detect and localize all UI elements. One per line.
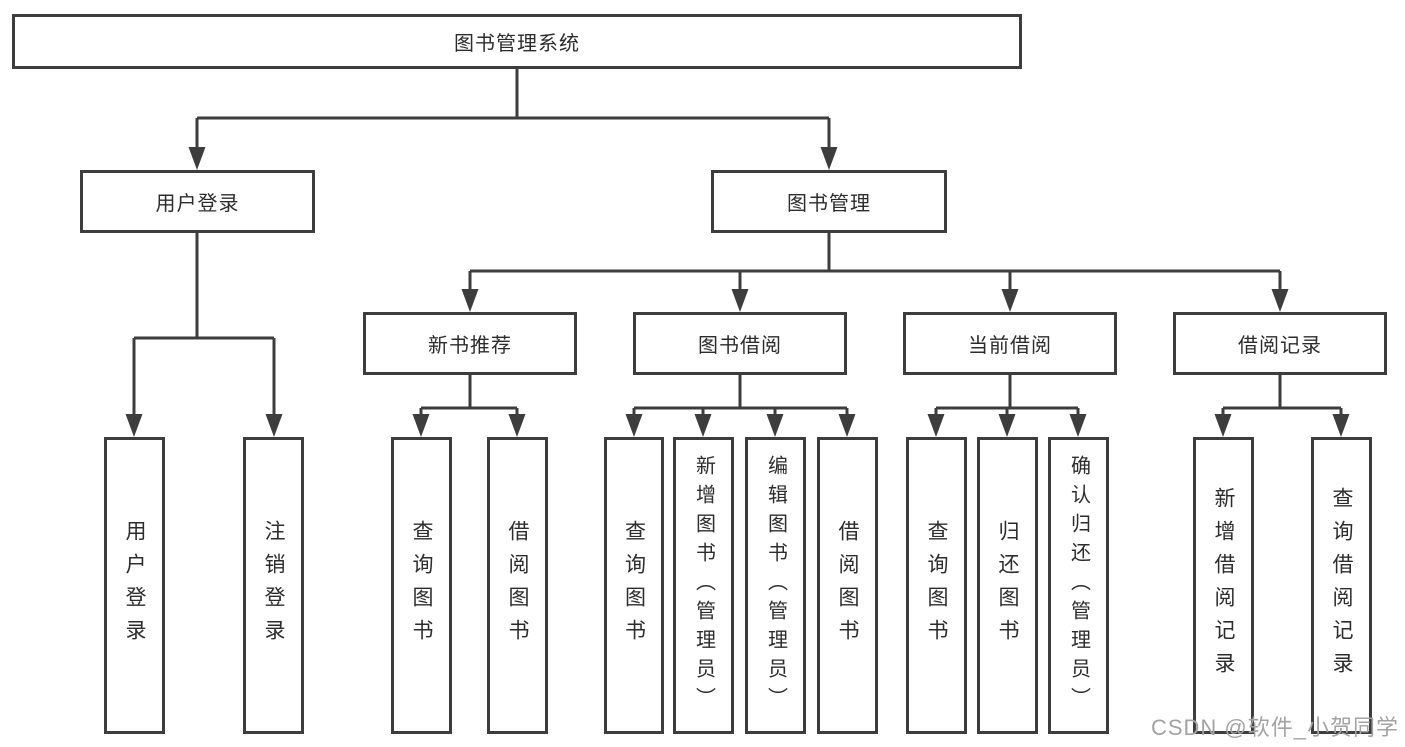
- leaf-add-book-admin-label: 新增图书（管理员）: [692, 455, 715, 716]
- leaf-edit-book-admin: 编辑图书（管理员）: [745, 437, 806, 734]
- leaf-return-book: 归还图书: [977, 437, 1038, 734]
- arrowhead-icon: [508, 414, 526, 437]
- arrowhead-icon: [766, 414, 784, 437]
- arrowhead-icon: [838, 414, 856, 437]
- node-root-label: 图书管理系统: [454, 33, 580, 55]
- arrowhead-icon: [1001, 289, 1019, 312]
- leaf-logout-label: 注销登录: [262, 519, 285, 652]
- leaf-borrow-book: 借阅图书: [817, 437, 878, 734]
- leaf-borrow-book-label: 借阅图书: [836, 519, 859, 652]
- node-user-login: 用户登录: [80, 170, 315, 233]
- arrowhead-icon: [188, 147, 206, 170]
- arrowhead-icon: [820, 147, 838, 170]
- arrowhead-icon: [125, 414, 143, 437]
- leaf-user-login: 用户登录: [104, 437, 165, 734]
- leaf-add-borrow-record-label: 新增借阅记录: [1212, 486, 1235, 685]
- leaf-query-book-borrow-label: 查询图书: [622, 519, 646, 652]
- arrowhead-icon: [1332, 414, 1350, 437]
- node-book-management: 图书管理: [711, 170, 947, 233]
- arrowhead-icon: [1214, 414, 1232, 437]
- leaf-query-borrow-record: 查询借阅记录: [1311, 437, 1372, 734]
- arrowhead-icon: [412, 414, 430, 437]
- arrowhead-icon: [927, 414, 945, 437]
- leaf-confirm-return-admin-label: 确认归还（管理员）: [1067, 455, 1090, 716]
- arrowhead-icon: [998, 414, 1016, 437]
- arrowhead-icon: [731, 289, 749, 312]
- leaf-query-book-current: 查询图书: [906, 437, 967, 734]
- leaf-user-login-label: 用户登录: [123, 519, 146, 652]
- node-borrow-record: 借阅记录: [1173, 312, 1387, 375]
- leaf-query-book-borrow: 查询图书: [604, 437, 664, 734]
- leaf-edit-book-admin-label: 编辑图书（管理员）: [764, 455, 787, 716]
- leaf-query-book-recommend: 查询图书: [391, 437, 452, 734]
- leaf-add-book-admin: 新增图书（管理员）: [673, 437, 734, 734]
- node-user-login-label: 用户登录: [155, 193, 240, 215]
- node-book-borrow-label: 图书借阅: [698, 335, 782, 357]
- arrowhead-icon: [694, 414, 712, 437]
- node-current-borrow: 当前借阅: [903, 312, 1117, 375]
- leaf-add-borrow-record: 新增借阅记录: [1193, 437, 1254, 734]
- arrowhead-icon: [461, 289, 479, 312]
- node-book-borrow: 图书借阅: [633, 312, 847, 375]
- leaf-query-book-current-label: 查询图书: [925, 519, 948, 652]
- leaf-query-borrow-record-label: 查询借阅记录: [1330, 486, 1353, 685]
- node-root: 图书管理系统: [12, 14, 1022, 69]
- leaf-query-book-recommend-label: 查询图书: [410, 519, 433, 652]
- leaf-logout: 注销登录: [243, 437, 304, 734]
- node-new-book-recommend: 新书推荐: [363, 312, 577, 375]
- node-borrow-record-label: 借阅记录: [1238, 335, 1322, 357]
- leaf-borrow-book-recommend-label: 借阅图书: [506, 519, 529, 652]
- csdn-watermark: CSDN @软件_小贺同学: [1150, 715, 1399, 740]
- arrowhead-icon: [1069, 414, 1087, 437]
- leaf-borrow-book-recommend: 借阅图书: [487, 437, 548, 734]
- leaf-confirm-return-admin: 确认归还（管理员）: [1048, 437, 1109, 734]
- arrowhead-icon: [265, 414, 283, 437]
- node-book-management-label: 图书管理: [787, 193, 871, 215]
- node-current-borrow-label: 当前借阅: [968, 335, 1052, 357]
- arrowhead-icon: [1271, 289, 1289, 312]
- node-new-book-recommend-label: 新书推荐: [428, 335, 512, 357]
- arrowhead-icon: [625, 414, 643, 437]
- leaf-return-book-label: 归还图书: [996, 519, 1019, 652]
